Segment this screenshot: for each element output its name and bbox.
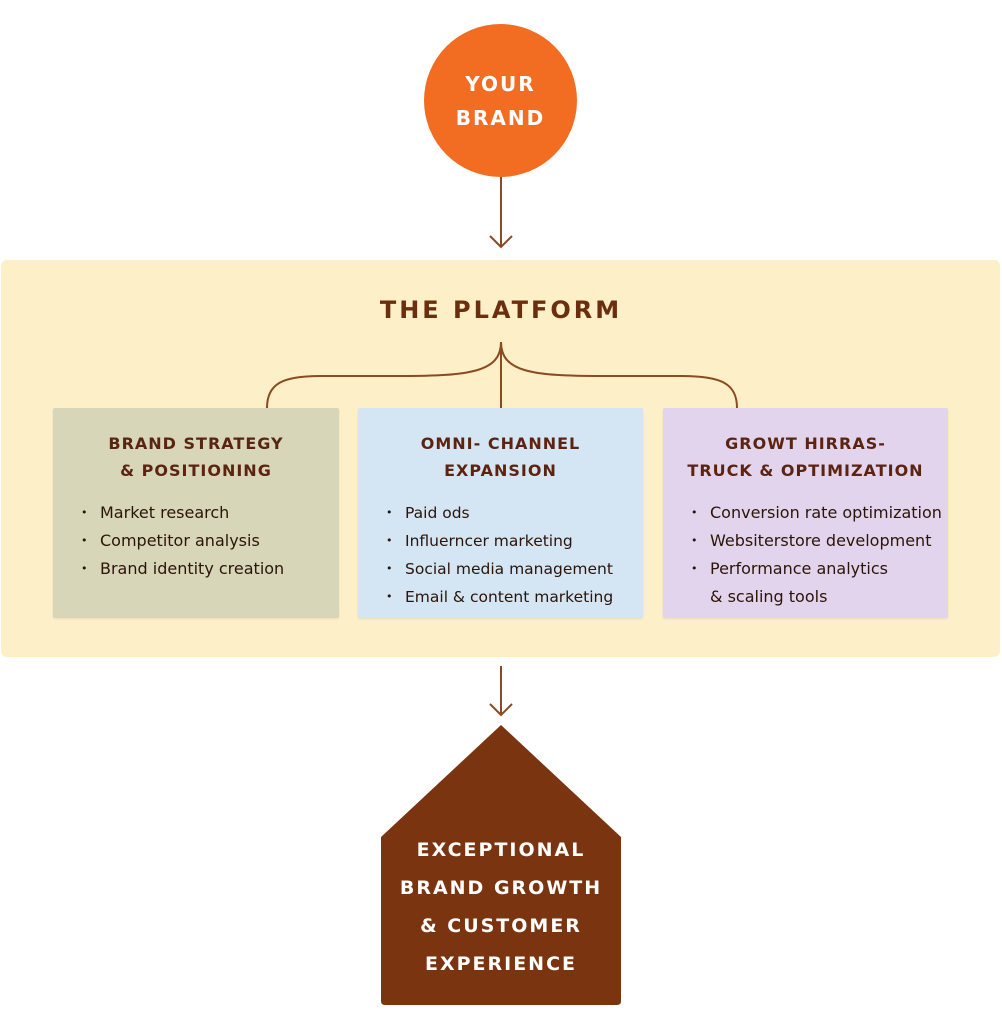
card-title-line-1: BRAND STRATEGY bbox=[108, 434, 284, 453]
card-list: Conversion rate optimization Websitersto… bbox=[691, 499, 942, 611]
card-list: Market research Competitor analysis Bran… bbox=[81, 499, 284, 583]
brand-line-2: BRAND bbox=[455, 105, 546, 130]
outcome-text: EXCEPTIONAL BRAND GROWTH & CUSTOMER EXPE… bbox=[381, 831, 621, 983]
card-title-line-1: GROWT HIRRAS- bbox=[725, 434, 886, 453]
outcome-line-2: BRAND GROWTH bbox=[399, 877, 603, 899]
list-item: Influerncer marketing bbox=[386, 527, 613, 555]
list-item: Paid ods bbox=[386, 499, 613, 527]
list-item-continuation: & scaling tools bbox=[710, 587, 828, 606]
list-item: Market research bbox=[81, 499, 284, 527]
arrow-head-top bbox=[489, 235, 513, 249]
card-growth: GROWT HIRRAS- TRUCK & OPTIMIZATION Conve… bbox=[663, 408, 948, 618]
outcome-line-3: & CUSTOMER bbox=[420, 915, 582, 937]
your-brand-circle: YOUR BRAND bbox=[424, 24, 577, 177]
card-title: GROWT HIRRAS- TRUCK & OPTIMIZATION bbox=[663, 430, 948, 484]
brand-line-1: YOUR bbox=[465, 71, 536, 96]
card-title: BRAND STRATEGY & POSITIONING bbox=[53, 430, 339, 484]
card-title-line-2: EXPANSION bbox=[444, 461, 557, 480]
list-item: Performance analytics bbox=[691, 555, 942, 583]
card-omni-channel: OMNI- CHANNEL EXPANSION Paid ods Influer… bbox=[358, 408, 643, 618]
arrow-head-bottom bbox=[489, 703, 513, 717]
list-item: Competitor analysis bbox=[81, 527, 284, 555]
list-item: Social media management bbox=[386, 555, 613, 583]
outcome-line-4: EXPERIENCE bbox=[424, 953, 578, 975]
list-item: Email & content marketing bbox=[386, 583, 613, 611]
list-item: Conversion rate optimization bbox=[691, 499, 942, 527]
list-item: Websiterstore development bbox=[691, 527, 942, 555]
list-item: Brand identity creation bbox=[81, 555, 284, 583]
outcome-house-shape bbox=[381, 725, 621, 1005]
card-title-line-1: OMNI- CHANNEL bbox=[420, 434, 581, 453]
card-title-line-2: & POSITIONING bbox=[120, 461, 272, 480]
outcome-line-1: EXCEPTIONAL bbox=[416, 839, 586, 861]
card-title: OMNI- CHANNEL EXPANSION bbox=[358, 430, 643, 484]
card-brand-strategy: BRAND STRATEGY & POSITIONING Market rese… bbox=[53, 408, 339, 618]
card-title-line-2: TRUCK & OPTIMIZATION bbox=[687, 461, 924, 480]
card-list: Paid ods Influerncer marketing Social me… bbox=[386, 499, 613, 611]
platform-title: THE PLATFORM bbox=[379, 296, 623, 324]
